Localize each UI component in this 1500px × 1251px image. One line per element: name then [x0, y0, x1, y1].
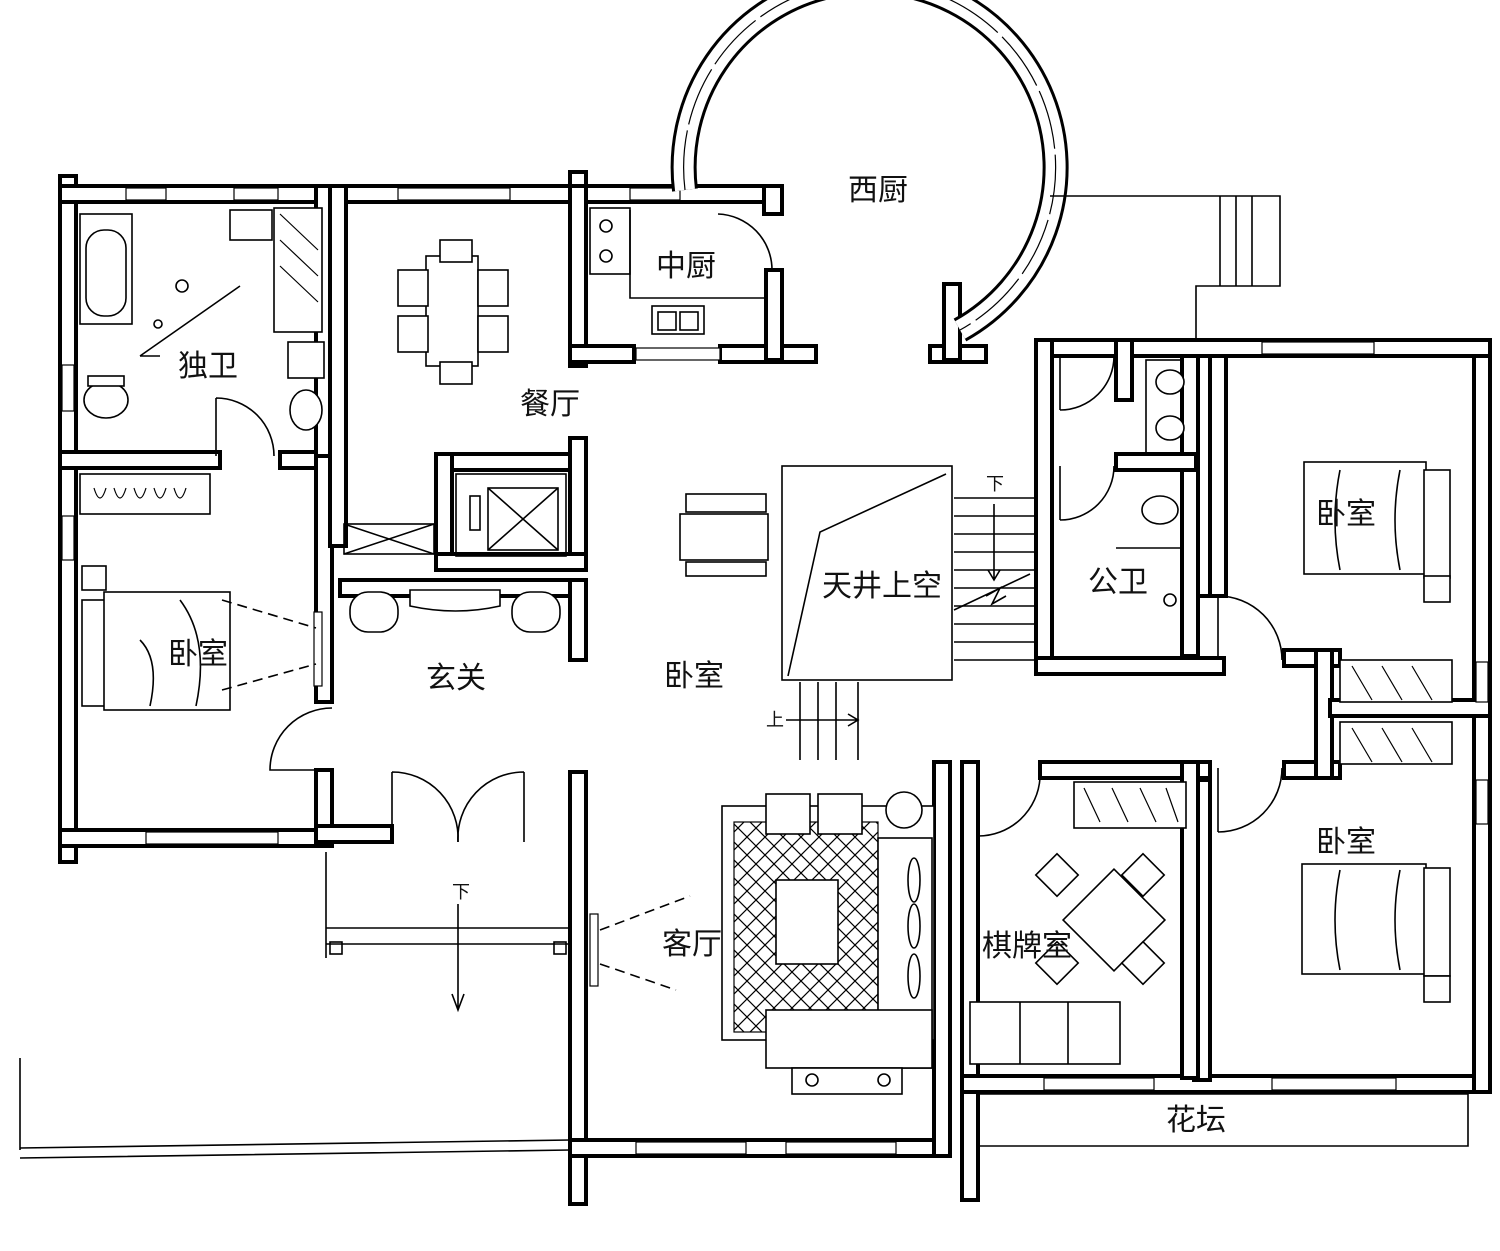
label-chinese-kitchen: 中厨: [656, 249, 716, 284]
west-kitchen-wall: [670, 0, 1281, 342]
label-bedroom-center: 卧室: [664, 659, 724, 694]
center-desk: [679, 493, 769, 577]
label-bedroom-right-top: 卧室: [1316, 497, 1376, 532]
label-living: 客厅: [662, 927, 722, 962]
doors: [215, 213, 1283, 843]
label-foyer: 玄关: [426, 661, 486, 696]
skylight-void: [781, 465, 953, 681]
label-stairs-down-entry: 下: [452, 882, 470, 903]
private-bath-fixtures: [79, 207, 325, 431]
label-dining: 餐厅: [520, 387, 580, 422]
windows: [61, 187, 1489, 1155]
label-bedroom-right-bottom: 卧室: [1316, 825, 1376, 860]
left-bedroom-furniture: [79, 473, 317, 711]
staircase: [786, 497, 1034, 760]
label-stairs-up: 上: [766, 710, 784, 731]
mahjong-room-furniture: [969, 781, 1187, 1065]
public-bath-fixtures: [1051, 359, 1185, 607]
label-bedroom-left: 卧室: [168, 637, 228, 672]
right-bedroom-top-furniture: [1303, 461, 1453, 703]
dining-table: [397, 239, 509, 385]
label-flowerbed: 花坛: [1166, 1103, 1226, 1138]
porch-and-site: [19, 852, 1469, 1159]
interior-walls: [58, 184, 1492, 1082]
label-west-kitchen: 西厨: [848, 173, 908, 208]
kitchen-fixtures: [589, 207, 766, 335]
foyer-console: [349, 589, 561, 633]
label-private-bath: 独卫: [178, 349, 238, 384]
label-mahjong: 棋牌室: [982, 929, 1072, 964]
living-room-furniture: [599, 791, 935, 1095]
label-public-bath: 公卫: [1088, 565, 1148, 600]
label-skylight: 天井上空: [822, 569, 942, 604]
label-stairs-down-top: 下: [986, 474, 1004, 495]
right-bedroom-bottom-furniture: [1301, 721, 1453, 1003]
elevator-shaft: [343, 473, 567, 557]
